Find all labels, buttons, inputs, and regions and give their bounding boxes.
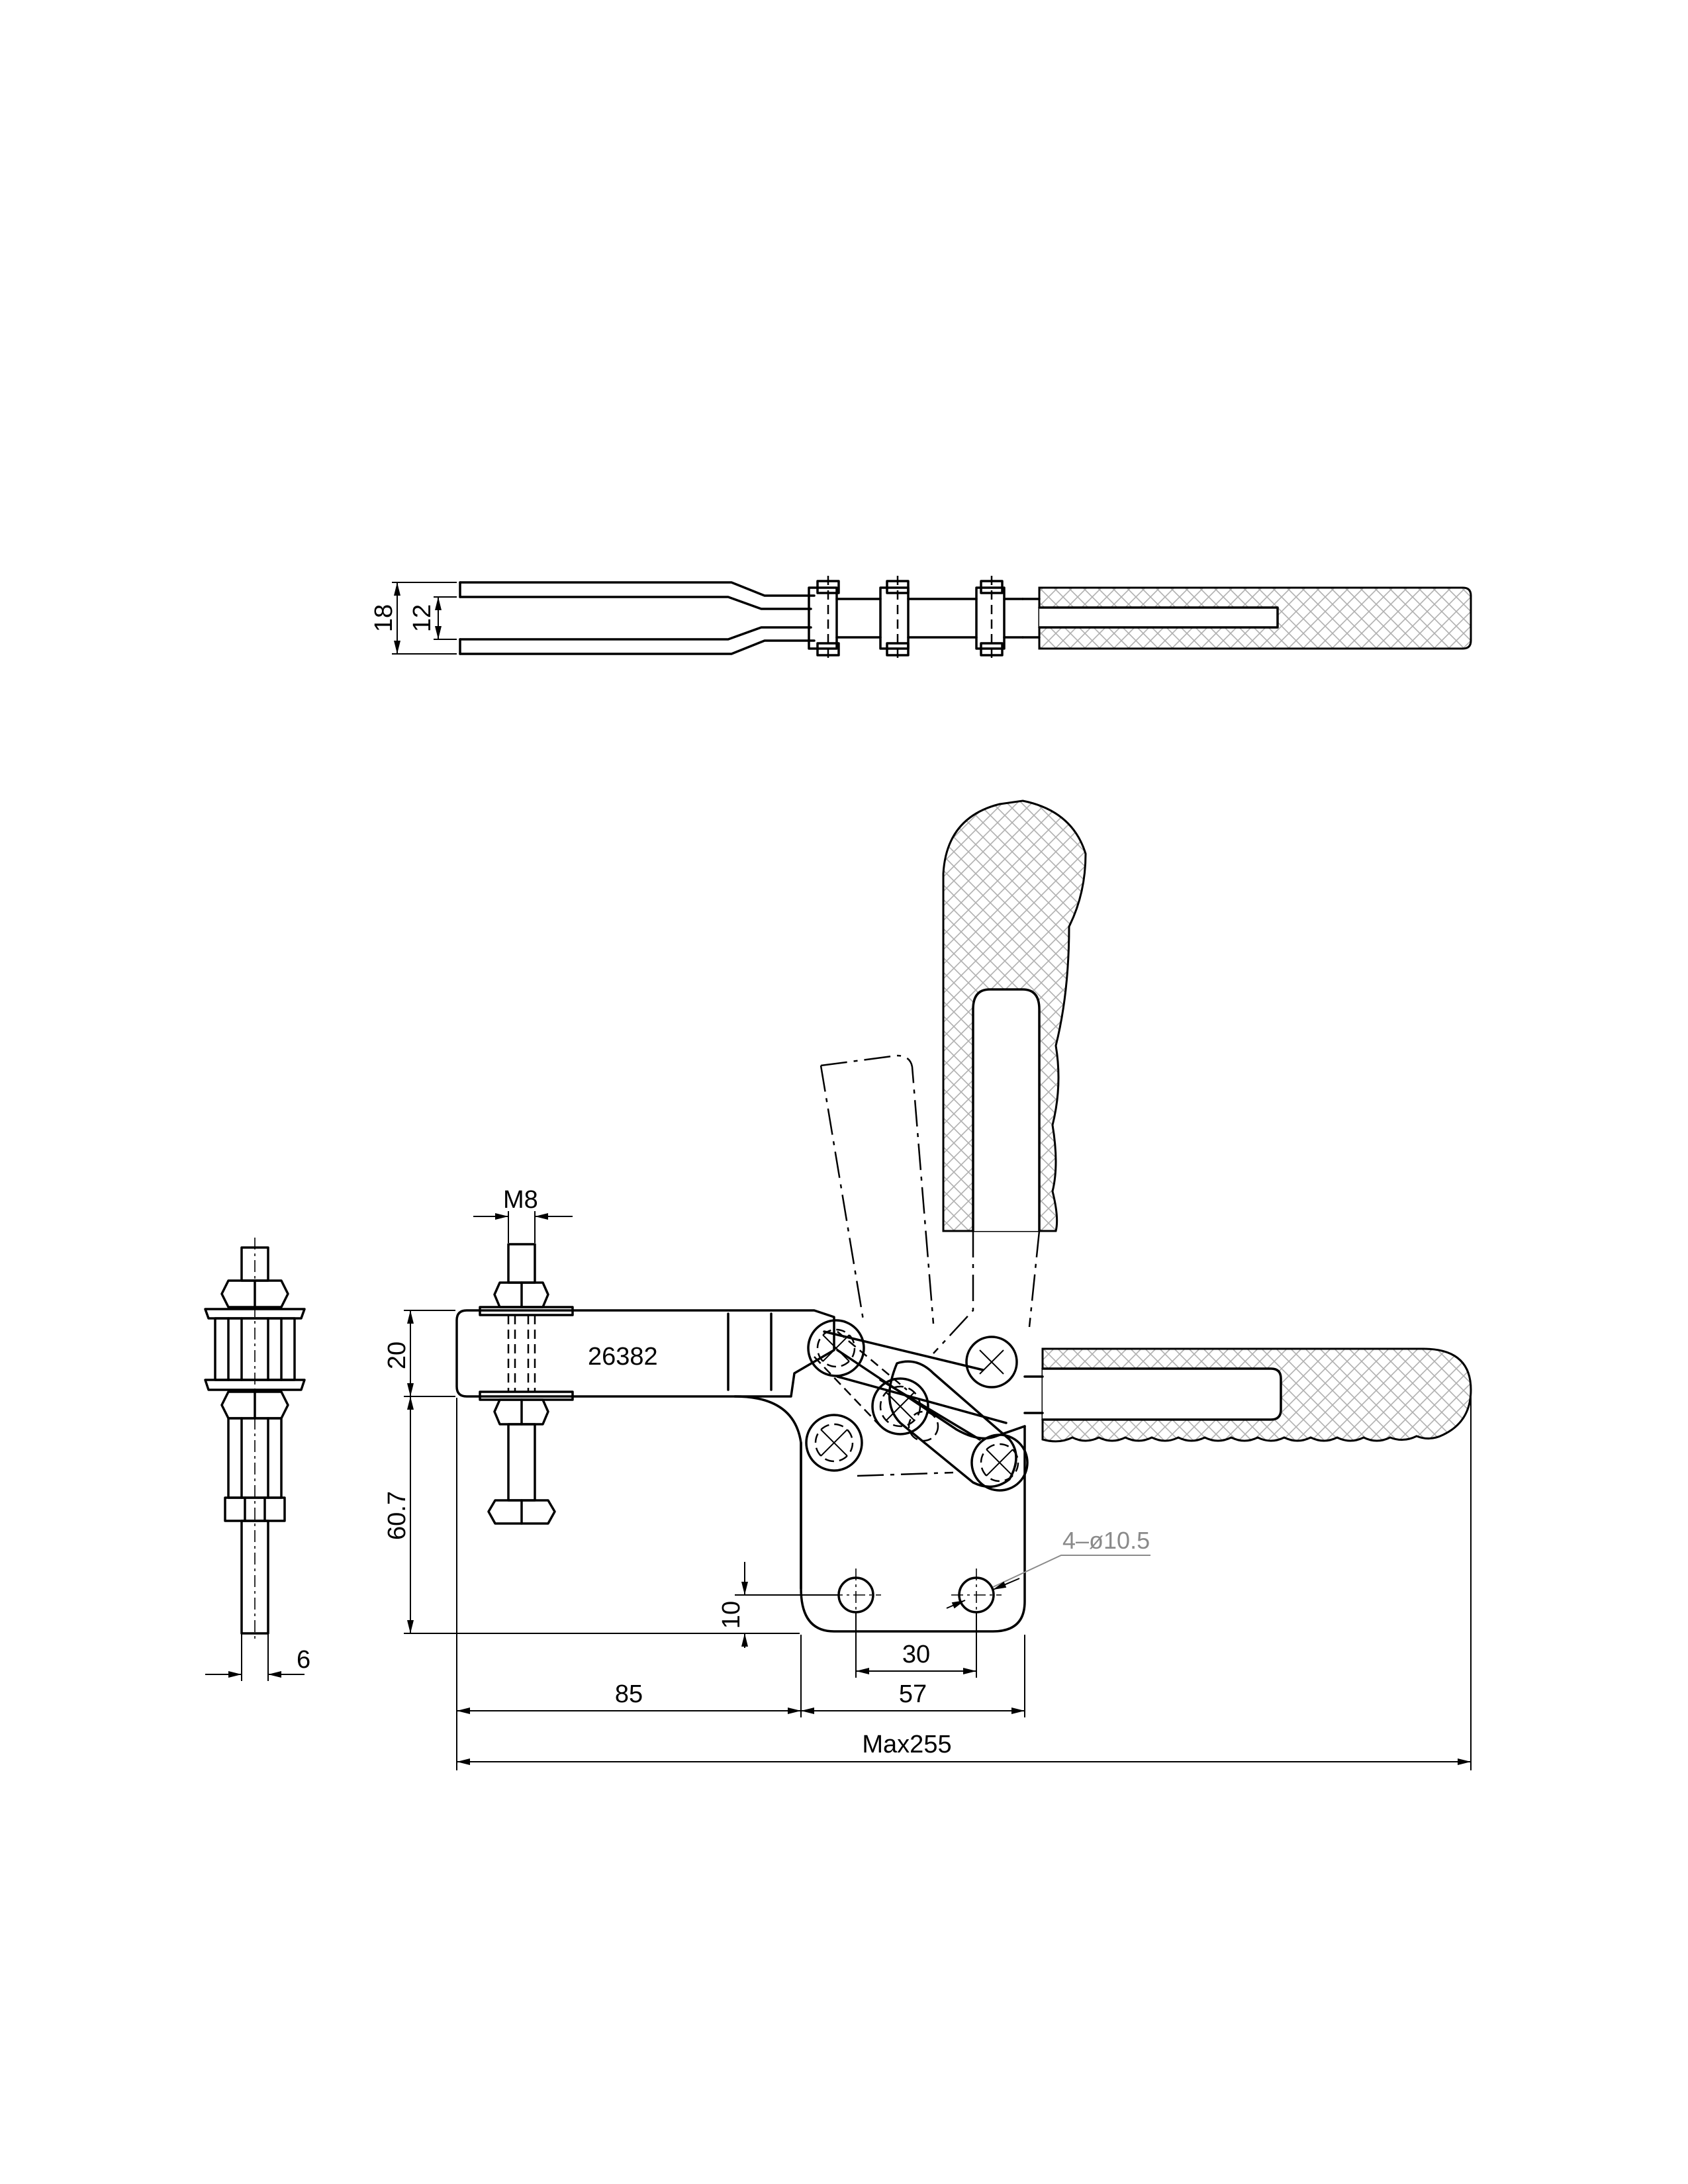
dim-top-outer: 18 bbox=[370, 604, 398, 632]
dim-hole-offset: 10 bbox=[718, 1601, 745, 1629]
dim-hole-spacing: 30 bbox=[902, 1641, 930, 1668]
dim-arm-reach: 85 bbox=[615, 1680, 643, 1708]
dim-base-height: 60.7 bbox=[383, 1491, 411, 1540]
dim-top-inner: 12 bbox=[408, 604, 436, 632]
dim-max-length: Max255 bbox=[862, 1731, 951, 1758]
dim-base-width: 57 bbox=[899, 1680, 927, 1708]
dim-thread: M8 bbox=[503, 1186, 538, 1214]
dim-spindle-dia: 6 bbox=[297, 1646, 310, 1674]
top-view: 18 12 bbox=[370, 576, 1472, 660]
spindle-end-view: 6 bbox=[204, 1238, 310, 1681]
dim-mounting-holes: 4–ø10.5 bbox=[1062, 1527, 1150, 1554]
pivot-pins bbox=[805, 1319, 1029, 1492]
dim-arm-height: 20 bbox=[383, 1342, 411, 1369]
part-number: 26382 bbox=[588, 1343, 658, 1371]
clamp-side-view: 26382 bbox=[383, 799, 1472, 1770]
